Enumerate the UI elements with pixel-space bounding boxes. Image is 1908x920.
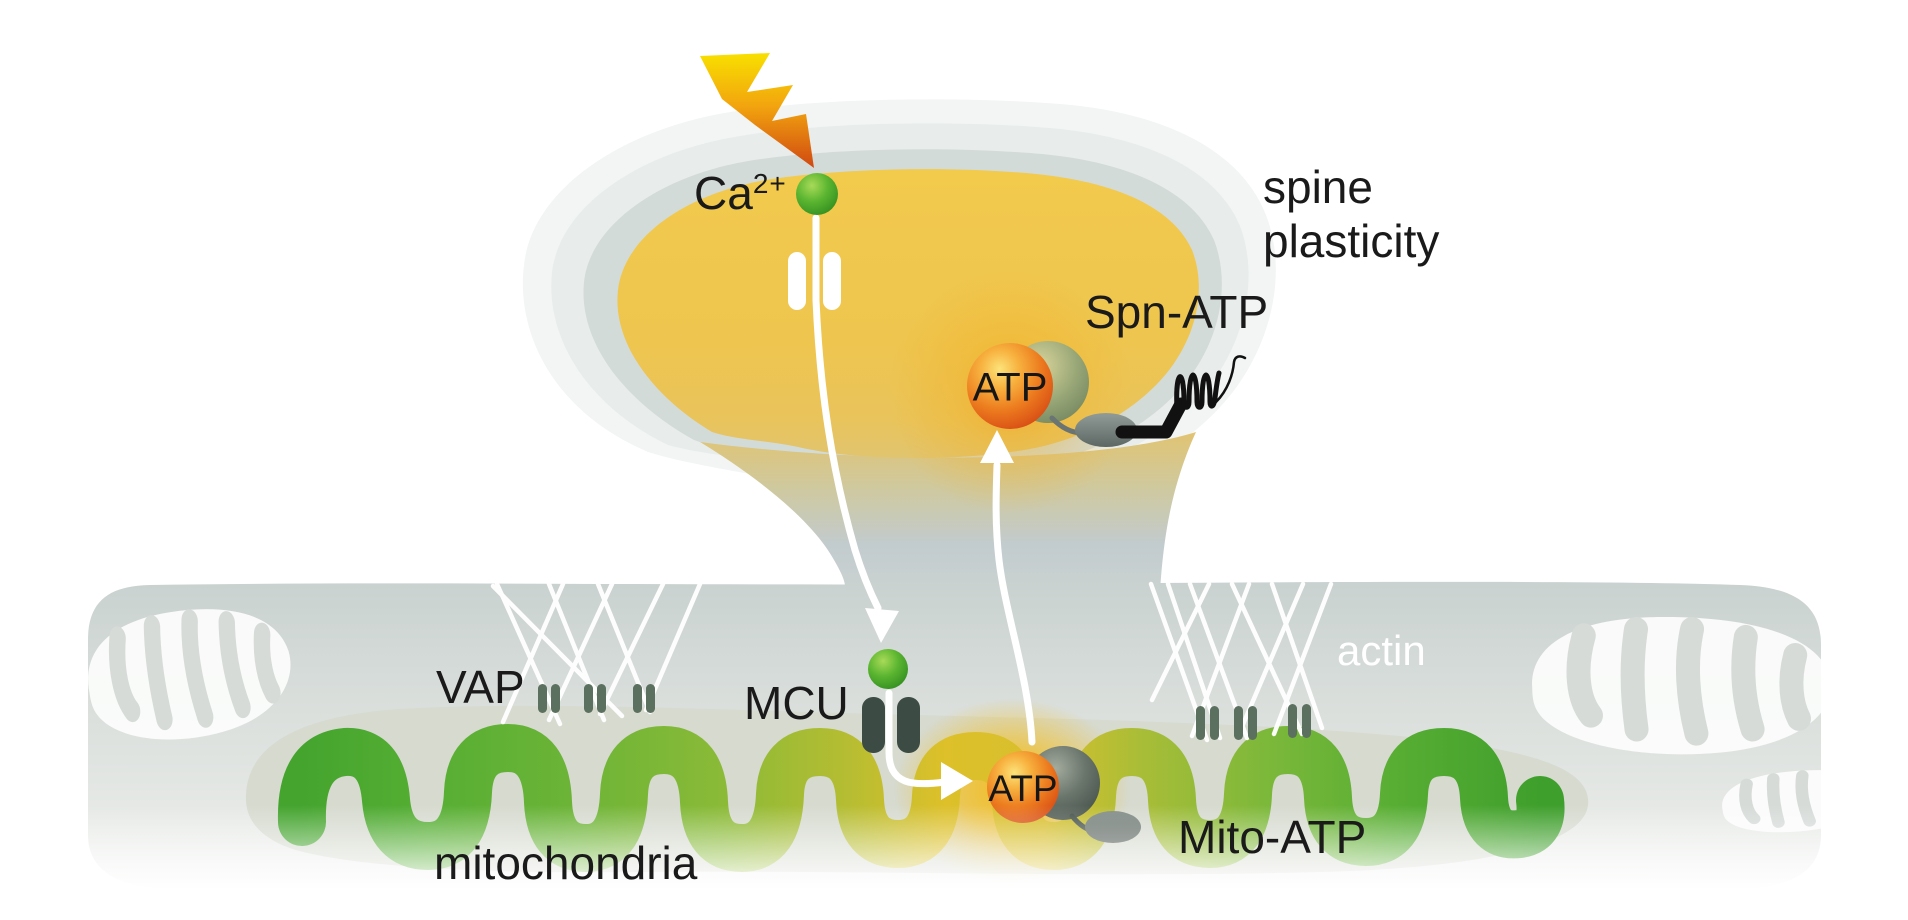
calcium-superscript: 2+ — [752, 168, 787, 199]
vap-label: VAP — [436, 661, 525, 713]
atp-molecule-spine — [967, 343, 1053, 429]
vap-tether-left — [538, 684, 655, 713]
actin-filaments-left — [490, 581, 703, 727]
atp-transport-arrow — [980, 430, 1036, 746]
mcu-uptake-arrow — [885, 689, 973, 800]
spine-plasticity-label: spine plasticity — [1263, 161, 1440, 268]
mcu-channel-icon — [862, 697, 920, 753]
bottom-fade — [0, 805, 1908, 900]
actin-label: actin — [1337, 627, 1426, 674]
lightning-bolt-icon — [700, 53, 814, 168]
calcium-label: Ca2+ — [694, 167, 787, 219]
calcium-influx-arrow — [812, 214, 899, 643]
calcium-ion-icon — [868, 649, 908, 689]
atp-mito-label: ATP — [988, 768, 1058, 810]
membrane-channel-icon — [788, 252, 841, 310]
mito-atp-label: Mito-ATP — [1178, 811, 1367, 863]
atp-spine-label: ATP — [972, 365, 1048, 410]
vap-tether-right — [1196, 704, 1311, 740]
membrane-anchor-coil — [1174, 370, 1222, 413]
spn-atp-label: Spn-ATP — [1085, 286, 1269, 338]
calcium-ion-top-icon — [796, 173, 838, 215]
mcu-label: MCU — [744, 677, 849, 729]
spn-atp-sensor — [967, 341, 1247, 447]
mitochondria-label: mitochondria — [434, 837, 698, 889]
